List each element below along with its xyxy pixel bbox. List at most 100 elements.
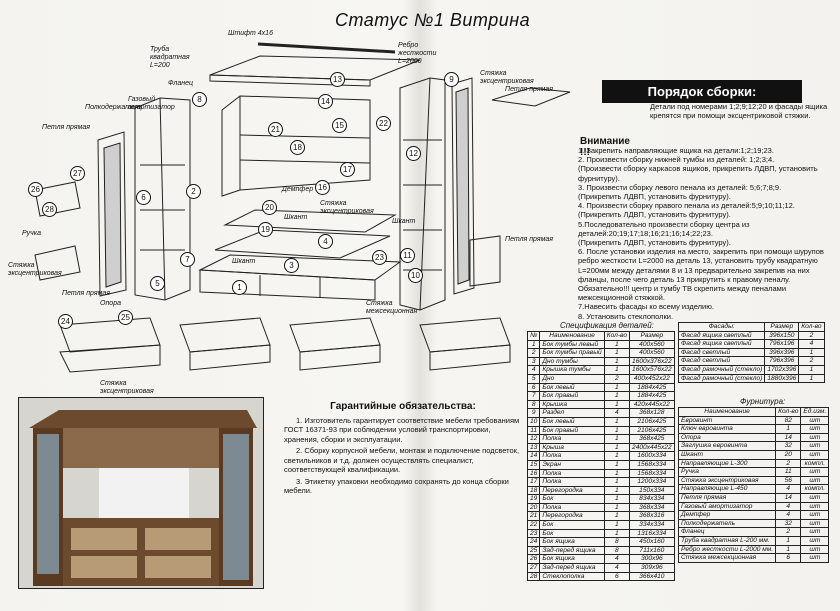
step: (Прикрепить ЛДВП, установить фурнитуру). — [578, 192, 731, 202]
part-number: 21 — [268, 122, 283, 137]
facades-row-cell: 1 — [798, 347, 825, 358]
fittings-row-cell: компл. — [800, 484, 830, 494]
fittings-row-cell: 32 — [775, 518, 802, 529]
spec-row-cell: Бок правый — [539, 391, 605, 401]
spec-row-cell: 1 — [603, 339, 631, 350]
facades-row-cell: 1 — [798, 364, 825, 375]
spec-row-cell: 1 — [603, 356, 631, 367]
facades-row-cell: 2 — [798, 356, 825, 366]
fittings-row-cell: шт — [800, 475, 830, 486]
facades-header: Размер — [764, 322, 800, 332]
label-petlya-4: Петля прямая — [62, 290, 111, 297]
fittings-row-cell: Газовый амортизатор — [677, 501, 777, 512]
spec-row-cell: Крышка — [539, 399, 605, 410]
spec-row-cell: 1 — [603, 520, 631, 530]
part-number: 20 — [262, 200, 277, 215]
fittings-row-cell: 2 — [775, 527, 802, 537]
spec-row-cell: Стеклополка — [539, 571, 605, 582]
spec-row-cell: 27 — [526, 563, 541, 573]
step: 4. Произвести сборку правого пенала из д… — [578, 201, 795, 211]
spec-caption: Спецификация деталей: — [560, 321, 654, 330]
fittings-row-cell: компл. — [800, 458, 830, 469]
fittings-row-cell: Петля прямая — [677, 492, 777, 503]
spec-row-cell: 1 — [603, 477, 631, 487]
fittings-row-cell: шт — [800, 467, 830, 477]
part-number: 14 — [318, 94, 333, 109]
step: 8. Установить стеклополки. — [578, 311, 674, 321]
spec-row-cell: 1568x334 — [629, 468, 675, 479]
part-number: 18 — [290, 140, 305, 155]
spec-row-cell: 368x425 — [629, 434, 675, 444]
spec-row-cell: Бок ящика — [539, 537, 605, 547]
spec-row-cell: 1 — [526, 339, 541, 350]
spec-row-cell: 1 — [603, 365, 631, 375]
fittings-row-cell: 1 — [775, 544, 802, 555]
spec-row-cell: 400x560 — [629, 339, 675, 350]
fittings-row-cell: шт — [800, 415, 830, 426]
spec-row-cell: 8 — [603, 545, 631, 556]
spec-row-cell: 711x160 — [629, 545, 675, 556]
spec-row-cell: 1600x576x22 — [629, 365, 675, 375]
spec-row-cell: 4 — [526, 365, 541, 375]
fittings-row-cell: 82 — [775, 415, 802, 426]
fittings-row-cell: 20 — [775, 449, 802, 460]
fittings-row-cell: Опора — [677, 432, 777, 443]
spec-row-cell: 8 — [526, 399, 541, 410]
facades-row-cell: Фасад светлый — [677, 356, 766, 366]
spec-row-cell: Полка — [539, 468, 605, 479]
spec-row-cell: 22 — [526, 520, 541, 530]
page-title: Статус №1 Витрина — [335, 10, 531, 30]
spec-row-cell: Полка — [539, 477, 605, 487]
part-number: 1 — [232, 280, 247, 295]
facades-row-cell: 396x396 — [764, 347, 800, 358]
label-dempfer: Демпфер — [282, 186, 314, 193]
step: 3. Произвести сборку левого пенала из де… — [578, 182, 782, 192]
spec-row-cell: 1 — [603, 511, 631, 522]
fittings-row-cell: шт — [800, 441, 830, 451]
spec-row-cell: 300x96 — [629, 554, 675, 565]
spec-row-cell: 1 — [603, 451, 631, 461]
fittings-row-cell: Стяжка межсекционная — [677, 553, 777, 563]
fittings-row-cell: Направляющие L-450 — [677, 484, 777, 494]
facades-header: Кол-во — [798, 322, 825, 332]
spec-row-cell: 1600x334 — [629, 451, 675, 461]
part-number: 19 — [258, 222, 273, 237]
facades-row-cell: 1702x396 — [764, 364, 800, 375]
step: 2. Произвести сборку нижней тумбы из дет… — [578, 155, 775, 165]
spec-row-cell: Полка — [539, 434, 605, 444]
part-number: 13 — [330, 72, 345, 87]
spec-row-cell: 1 — [603, 399, 631, 410]
spec-row-cell: Бок левый — [539, 416, 605, 427]
label-shkant-2: Шкант — [232, 258, 256, 265]
spec-row-cell: 7 — [526, 391, 541, 401]
assembly-drawing — [34, 42, 571, 373]
spec-row-cell: 4 — [603, 408, 631, 418]
fittings-row-cell: 14 — [775, 432, 802, 443]
spec-row-cell: 21 — [526, 511, 541, 522]
label-styazhka-4: Стяжка эксцентриковая — [100, 380, 154, 395]
fittings-row-cell: шт — [800, 501, 830, 512]
spec-row-cell: 1 — [603, 485, 631, 496]
part-number: 8 — [192, 92, 207, 107]
spec-row-cell: Дно — [539, 373, 605, 384]
label-rebro: Ребро жесткости L=2000 — [398, 42, 437, 65]
